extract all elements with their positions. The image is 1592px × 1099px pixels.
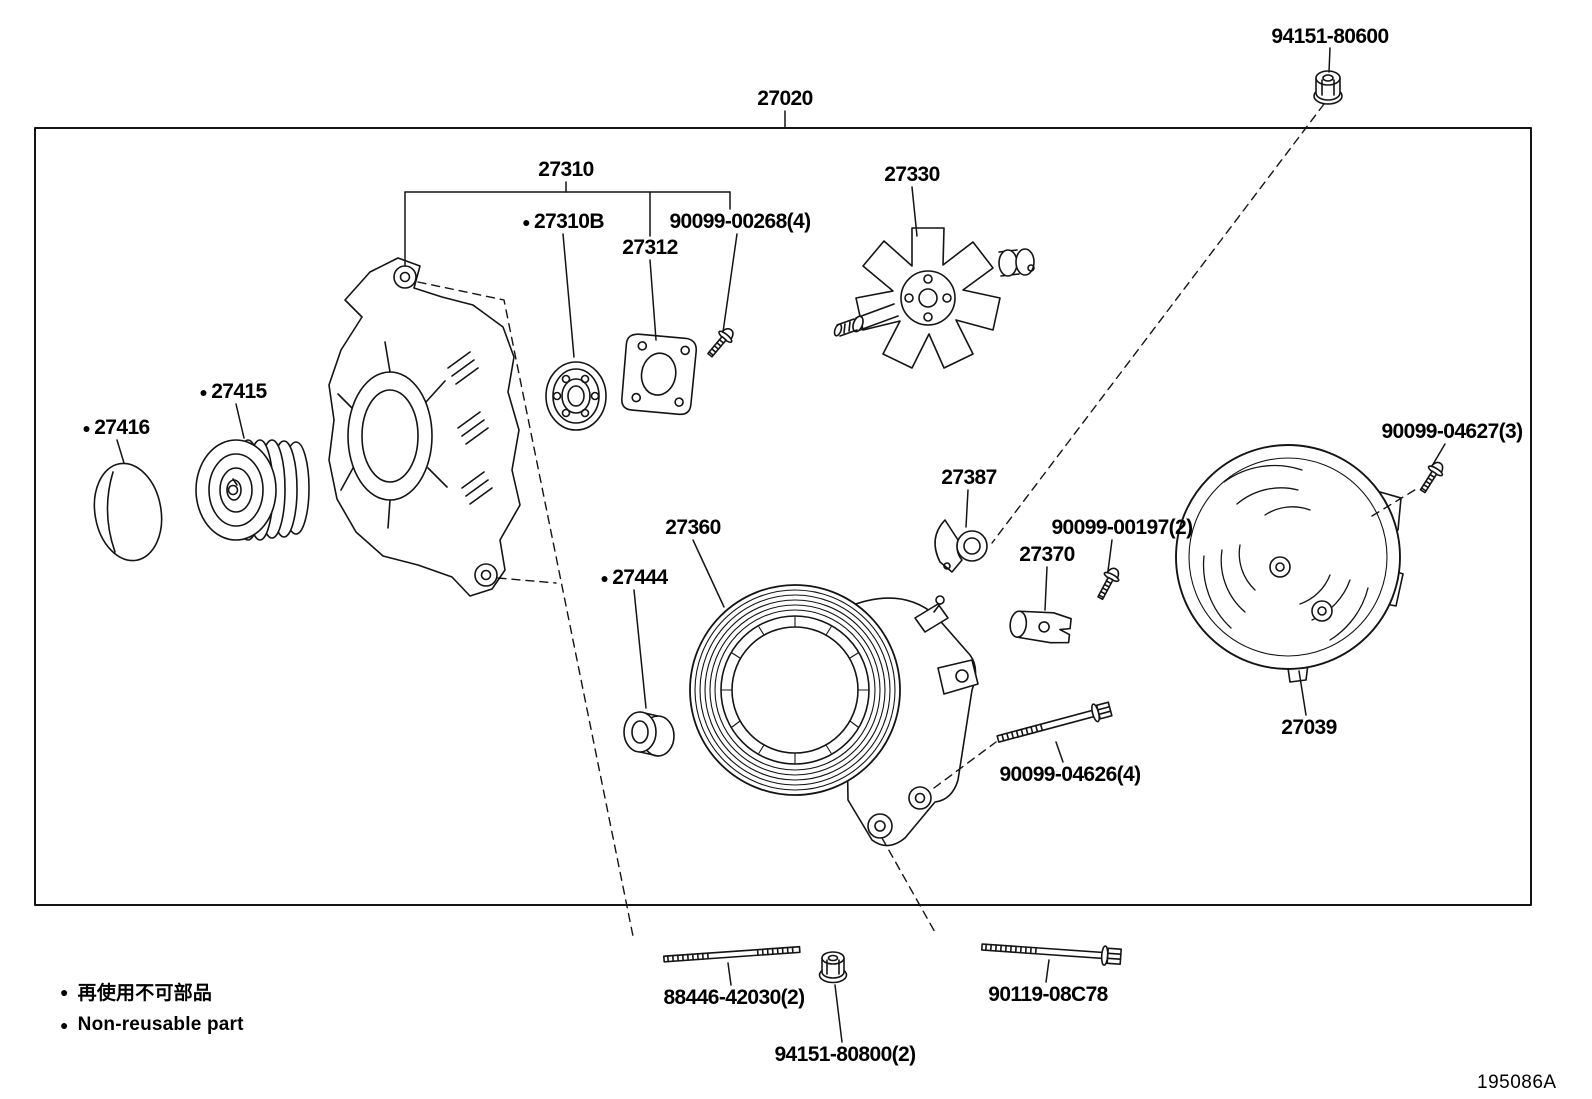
dashed-line <box>991 103 1325 544</box>
leader-line <box>1328 47 1331 73</box>
legend-row-japanese: ● 再使用不可部品 <box>60 978 244 1005</box>
bolt-04626-drawing <box>996 701 1113 743</box>
part-label-27444: ●27444 <box>600 566 668 589</box>
legend-row-english: ● Non-reusable part <box>60 1014 244 1036</box>
part-label-27310: 27310 <box>538 158 594 181</box>
non-reusable-bullet: ● <box>522 214 530 231</box>
leader-line <box>911 186 918 237</box>
part-number-text: 88446-42030(2) <box>663 986 805 1009</box>
part-number-text: 27310 <box>538 158 594 181</box>
stator-drawing <box>689 584 979 847</box>
part-number-text: 27387 <box>941 466 997 489</box>
part-number-text: 90099-00197(2) <box>1051 516 1193 539</box>
leader-line <box>562 233 575 358</box>
part-label-88446-42030: 88446-42030(2) <box>663 986 805 1009</box>
part-label-27039: 27039 <box>1281 716 1337 739</box>
figure-code: 195086A <box>1477 1072 1557 1093</box>
part-label-90099-04627: 90099-04627(3) <box>1381 420 1523 443</box>
leader-line <box>722 233 738 333</box>
part-label-90099-00268: 90099-00268(4) <box>669 210 811 233</box>
rotor-drawing <box>833 227 1035 369</box>
non-reusable-bullet: ● <box>199 384 208 401</box>
part-label-27312: 27312 <box>622 236 678 259</box>
leader-line <box>692 539 725 608</box>
legend-text-english: Non-reusable part <box>77 1014 244 1035</box>
part-number-text: 27360 <box>665 516 721 539</box>
part-number-text: 27416 <box>94 416 150 439</box>
part-number-text: 27415 <box>211 380 267 403</box>
dashed-line <box>417 281 634 937</box>
leader-line <box>649 259 657 341</box>
non-reusable-bullet: ● <box>60 983 69 1000</box>
part-number-text: 90099-04627(3) <box>1381 420 1523 443</box>
part-label-27416: ●27416 <box>82 416 150 439</box>
screw-00197-drawing <box>1097 567 1120 601</box>
collar-drawing <box>623 711 675 757</box>
part-number-text: 27370 <box>1019 543 1075 566</box>
leader-line <box>116 439 125 464</box>
part-label-27370: 27370 <box>1019 543 1075 566</box>
legend: ● 再使用不可部品 ● Non-reusable part <box>60 978 244 1036</box>
part-label-27330: 27330 <box>884 163 940 186</box>
part-label-27360: 27360 <box>665 516 721 539</box>
non-reusable-bullet: ● <box>600 570 609 587</box>
dashed-line <box>881 837 937 935</box>
part-label-27387: 27387 <box>941 466 997 489</box>
pulley-cap-drawing <box>93 462 163 562</box>
retainer-screw-drawing <box>707 327 734 358</box>
leader-line <box>1298 670 1307 716</box>
screw-04627-drawing <box>1419 461 1444 494</box>
retainer-plate-drawing <box>621 333 698 416</box>
assembly-border-box <box>34 127 1532 906</box>
part-number-text: 90099-04626(4) <box>999 763 1141 786</box>
leader-line <box>727 962 732 986</box>
part-number-text: 27330 <box>884 163 940 186</box>
leader-line <box>1431 443 1446 467</box>
leader-line <box>965 489 969 528</box>
leader-line <box>235 403 245 439</box>
non-reusable-bullet: ● <box>60 1017 69 1033</box>
part-label-94151-80600: 94151-80600 <box>1271 25 1389 48</box>
part-number-text: 27020 <box>757 87 813 110</box>
leader-line <box>834 984 843 1043</box>
part-label-27415: ●27415 <box>199 380 267 403</box>
dashed-line <box>1371 487 1419 517</box>
leader-line <box>1107 539 1113 572</box>
part-label-27020: 27020 <box>757 87 813 110</box>
assembly-dashed-lines <box>417 103 1419 937</box>
nut-80600-drawing <box>1313 70 1343 105</box>
part-number-text: 94151-80800(2) <box>774 1043 916 1066</box>
dashed-line <box>497 577 557 584</box>
part-number-text: 27310B <box>533 210 605 233</box>
part-label-90099-00197: 90099-00197(2) <box>1051 516 1193 539</box>
leader-line <box>1044 566 1048 611</box>
terminal-insulator-drawing <box>1009 610 1072 644</box>
rear-cover-drawing <box>1175 444 1404 683</box>
part-number-text: 27039 <box>1281 716 1337 739</box>
leader-line <box>1045 959 1050 983</box>
non-reusable-bullet: ● <box>82 420 91 437</box>
part-number-text: 27444 <box>612 566 668 589</box>
part-label-94151-80800: 94151-80800(2) <box>774 1043 916 1066</box>
leader-line <box>1055 741 1064 763</box>
part-number-text: 90119-08C78 <box>988 983 1108 1006</box>
part-number-text: 27312 <box>622 236 678 259</box>
dashed-line <box>933 741 997 789</box>
part-label-90119-08C78: 90119-08C78 <box>988 983 1108 1006</box>
stud-bolt-drawing <box>663 945 801 963</box>
bearing-drawing <box>545 361 607 431</box>
through-bolt-drawing <box>980 943 1122 966</box>
part-number-text: 90099-00268(4) <box>669 210 811 233</box>
pulley-drawing <box>195 439 310 541</box>
part-number-text: 94151-80600 <box>1271 25 1389 48</box>
legend-text-japanese: 再使用不可部品 <box>77 983 213 1004</box>
front-bracket-drawing <box>328 257 521 597</box>
part-label-27310B: ●27310B <box>522 210 605 233</box>
nut-80800-drawing <box>818 951 848 984</box>
brush-holder-drawing <box>934 519 988 573</box>
leader-line <box>633 589 647 709</box>
leader-lines <box>116 47 1446 1043</box>
part-label-90099-04626: 90099-04626(4) <box>999 763 1141 786</box>
